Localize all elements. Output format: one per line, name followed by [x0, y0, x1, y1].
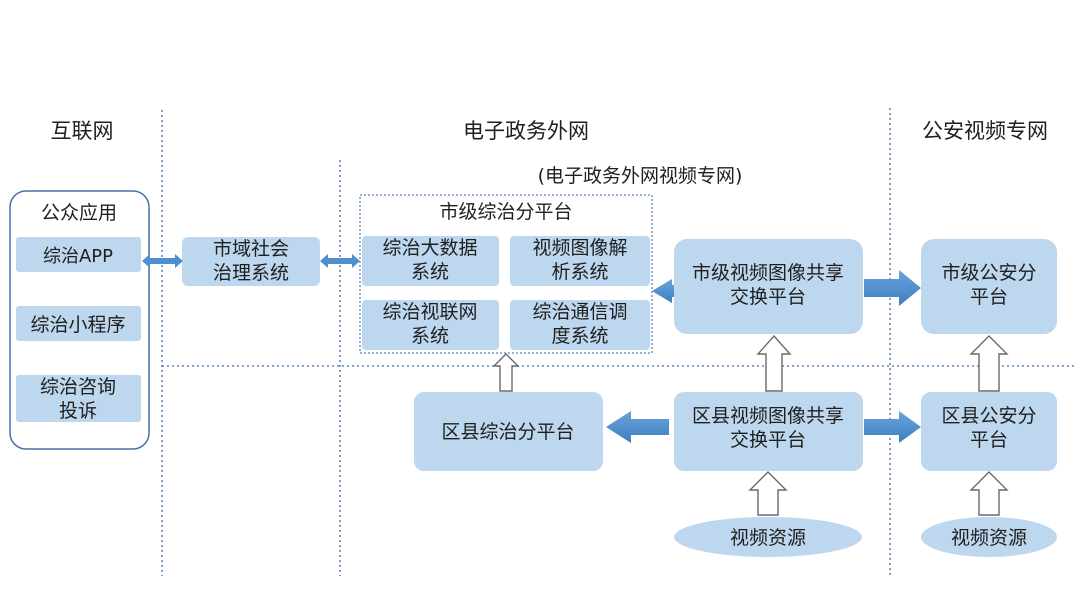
- zone-dividers: [161, 108, 1075, 576]
- public-apps-title: 公众应用: [41, 202, 117, 224]
- app-item-box[interactable]: [16, 237, 141, 272]
- consult-complaint-item-box[interactable]: [16, 375, 141, 422]
- video-source-left-label: 视频资源: [730, 527, 806, 549]
- zone-police-video-net-title: 公安视频专网: [922, 119, 1048, 143]
- arrow-exchange-to-city-platform: [652, 279, 674, 303]
- district-video-exchange-box[interactable]: [674, 392, 863, 471]
- comm-dispatch-system-box[interactable]: [510, 300, 650, 350]
- bigdata-system-label: 综治大数据系统: [382, 237, 477, 283]
- arrow-district-to-city-exchange: [756, 334, 792, 392]
- district-video-exchange-label: 区县视频图像共享交换平台: [692, 405, 844, 451]
- city-social-governance-box[interactable]: [182, 237, 320, 286]
- video-source-left-ellipse[interactable]: [674, 517, 862, 557]
- arrow-governance-platform: [320, 254, 360, 268]
- app-item-label: 综治APP: [43, 246, 113, 267]
- zone-gov-extranet-title: 电子政务外网: [463, 119, 589, 143]
- zone-internet-title: 互联网: [51, 119, 114, 143]
- mini-program-item-box[interactable]: [16, 306, 141, 341]
- city-police-box[interactable]: [921, 239, 1057, 334]
- comm-dispatch-system-label: 综治通信调度系统: [532, 301, 627, 347]
- video-source-right-ellipse[interactable]: [921, 517, 1057, 557]
- district-platform-label: 区县综治分平台: [441, 421, 574, 443]
- city-police-label: 市级公安分平台: [941, 262, 1036, 308]
- video-source-right-label: 视频资源: [951, 527, 1027, 549]
- city-social-governance-label: 市域社会治理系统: [213, 238, 289, 284]
- arrow-exchange-to-city-police: [864, 270, 921, 306]
- city-video-exchange-label: 市级视频图像共享交换平台: [692, 262, 844, 308]
- arrow-apps-governance: [142, 254, 183, 268]
- video-analysis-system-label: 视频图像解析系统: [532, 237, 627, 283]
- mini-program-item-label: 综治小程序: [30, 314, 125, 336]
- arrow-source-to-district-exchange: [748, 471, 788, 516]
- zone-gov-video-net-title: (电子政务外网视频专网): [538, 165, 743, 187]
- district-platform-box[interactable]: [414, 392, 603, 471]
- arrow-exchange-to-district-police: [864, 411, 921, 443]
- arrow-exchange-to-district-platform: [606, 411, 669, 443]
- district-police-label: 区县公安分平台: [941, 405, 1036, 451]
- video-network-system-box[interactable]: [362, 300, 499, 350]
- arrow-source-to-district-police: [969, 471, 1009, 516]
- video-analysis-system-box[interactable]: [510, 236, 650, 286]
- arrow-district-to-city-platform: [492, 353, 520, 392]
- outline-arrows: [492, 334, 1009, 516]
- video-network-system-label: 综治视联网系统: [382, 301, 477, 347]
- city-video-exchange-box[interactable]: [674, 239, 863, 334]
- bigdata-system-box[interactable]: [362, 236, 499, 286]
- city-platform-title: 市级综治分平台: [439, 201, 572, 223]
- arrow-district-to-city-police: [969, 335, 1009, 392]
- district-police-box[interactable]: [921, 392, 1057, 471]
- city-platform-frame: [359, 194, 653, 354]
- consult-complaint-item-label: 综治咨询投诉: [40, 376, 116, 422]
